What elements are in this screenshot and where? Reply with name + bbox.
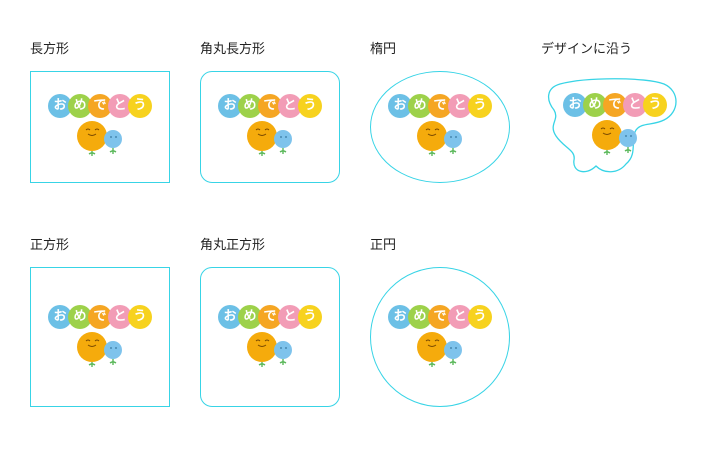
sticker-preview: おめでとう xyxy=(218,305,322,369)
option-label-circle: 正円 xyxy=(370,238,397,253)
sticker-preview: おめでとう xyxy=(388,94,492,158)
blue-character xyxy=(104,341,122,359)
greeting-char-bubble: め xyxy=(583,93,607,117)
sticker-characters xyxy=(417,121,462,156)
blue-character xyxy=(104,130,122,148)
greeting-bubbles: おめでとう xyxy=(48,94,152,118)
option-square[interactable]: おめでとう xyxy=(30,267,170,407)
sticker-preview: おめでとう xyxy=(563,93,667,157)
leaf-stem xyxy=(88,362,96,367)
blue-character xyxy=(274,341,292,359)
option-label-rect: 長方形 xyxy=(30,42,70,57)
option-label-rounded-square: 角丸正方形 xyxy=(200,238,266,253)
greeting-bubbles: おめでとう xyxy=(388,305,492,329)
greeting-char-bubble: う xyxy=(128,94,152,118)
greeting-char-bubble: う xyxy=(298,305,322,329)
greeting-char-bubble: と xyxy=(278,305,302,329)
sticker-characters xyxy=(77,332,122,367)
sticker-characters xyxy=(592,120,637,155)
option-circle[interactable]: おめでとう xyxy=(370,267,510,407)
option-rounded-rect[interactable]: おめでとう xyxy=(200,71,340,183)
blue-character xyxy=(619,129,637,147)
option-rect[interactable]: おめでとう xyxy=(30,71,170,183)
greeting-char-bubble: う xyxy=(298,94,322,118)
leaf-stem xyxy=(624,147,632,153)
leaf-stem xyxy=(258,151,266,156)
sticker-preview: おめでとう xyxy=(388,305,492,369)
sticker-characters xyxy=(247,121,292,156)
sticker-characters xyxy=(247,332,292,367)
greeting-char-bubble: で xyxy=(428,305,452,329)
greeting-char-bubble: う xyxy=(468,305,492,329)
greeting-char-bubble: う xyxy=(643,93,667,117)
leaf-stem xyxy=(603,150,611,155)
option-label-contour: デザインに沿う xyxy=(541,42,633,57)
option-label-ellipse: 楕円 xyxy=(370,42,397,57)
blue-character xyxy=(444,341,462,359)
greeting-char-bubble: う xyxy=(128,305,152,329)
leaf-stem xyxy=(449,148,457,154)
option-rounded-square[interactable]: おめでとう xyxy=(200,267,340,407)
leaf-stem xyxy=(88,151,96,156)
greeting-bubbles: おめでとう xyxy=(563,93,667,117)
sticker-preview: おめでとう xyxy=(48,94,152,158)
greeting-char-bubble: う xyxy=(468,94,492,118)
leaf-stem xyxy=(279,359,287,365)
greeting-bubbles: おめでとう xyxy=(218,305,322,329)
blue-character xyxy=(444,130,462,148)
sticker-preview: おめでとう xyxy=(48,305,152,369)
greeting-bubbles: おめでとう xyxy=(218,94,322,118)
option-ellipse[interactable]: おめでとう xyxy=(370,71,510,183)
leaf-stem xyxy=(428,151,436,156)
greeting-char-bubble: お xyxy=(563,93,587,117)
leaf-stem xyxy=(258,362,266,367)
blue-character xyxy=(274,130,292,148)
leaf-stem xyxy=(109,359,117,365)
leaf-stem xyxy=(279,148,287,154)
sticker-characters xyxy=(417,332,462,367)
sticker-characters xyxy=(77,121,122,156)
leaf-stem xyxy=(109,148,117,154)
greeting-bubbles: おめでとう xyxy=(388,94,492,118)
greeting-char-bubble: め xyxy=(238,305,262,329)
sticker-preview: おめでとう xyxy=(218,94,322,158)
leaf-stem xyxy=(449,359,457,365)
option-label-square: 正方形 xyxy=(30,238,70,253)
greeting-char-bubble: め xyxy=(68,94,92,118)
leaf-stem xyxy=(428,362,436,367)
greeting-bubbles: おめでとう xyxy=(48,305,152,329)
option-label-rounded-rect: 角丸長方形 xyxy=(200,42,266,57)
